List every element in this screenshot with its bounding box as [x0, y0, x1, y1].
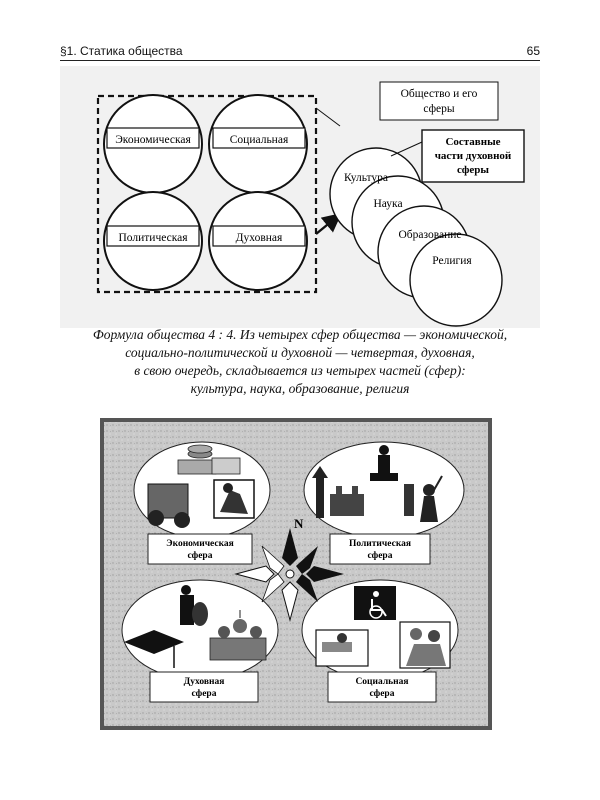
part-label-religion: Религия	[432, 255, 472, 267]
label-box-social	[327, 671, 437, 703]
callout-society-line2: сферы	[423, 103, 455, 115]
compass-rose: N	[234, 516, 344, 622]
label-social-line1: Социальная	[355, 677, 408, 687]
compass-north-letter: N	[294, 516, 304, 531]
wheelchair-icon	[354, 586, 396, 620]
callout-parts-line3: сферы	[457, 164, 489, 176]
label-economic-line2: сфера	[188, 550, 213, 561]
label-political-line1: Политическая	[349, 539, 411, 549]
caption-line: Формула общества 4 : 4. Из четырех сфер …	[92, 327, 508, 342]
social-clipart	[315, 586, 451, 669]
label-box-political	[329, 533, 431, 565]
callout-parts-line2: части духовной	[435, 150, 512, 162]
caption-line: в свою очередь, складывается из четырех …	[134, 363, 466, 378]
part-label-culture: Культура	[344, 172, 388, 184]
caption-line: культура, наука, образование, религия	[190, 381, 410, 396]
political-clipart	[312, 445, 443, 522]
sphere-label-economic: Экономическая	[115, 134, 191, 146]
section-title: §1. Статика общества	[60, 44, 183, 58]
running-header: §1. Статика общества 65	[60, 44, 540, 62]
sphere-label-social: Социальная	[230, 134, 289, 146]
callout-parts-line1: Составные	[445, 136, 500, 148]
label-economic-line1: Экономическая	[166, 539, 234, 549]
sphere-label-political: Политическая	[118, 232, 188, 244]
arrow-to-parts	[315, 212, 342, 235]
label-spiritual-line2: сфера	[192, 688, 217, 699]
label-spiritual-line1: Духовная	[184, 677, 225, 687]
label-political-line2: сфера	[368, 550, 393, 561]
figure-caption: Формула общества 4 : 4. Из четырех сфер …	[60, 326, 540, 398]
header-rule	[60, 60, 540, 61]
spheres-illustration: N	[100, 418, 492, 730]
label-social-line2: сфера	[370, 688, 395, 699]
spiritual-clipart	[124, 585, 267, 668]
label-box-spiritual	[149, 671, 259, 703]
label-box-economic	[147, 533, 253, 565]
callout-parts-box	[421, 129, 525, 183]
society-frame	[96, 94, 318, 294]
callout-society-line1: Общество и его	[401, 88, 478, 100]
spheres-diagram: Экономическая Социальная Политическая Ду…	[60, 66, 540, 328]
economic-clipart	[147, 444, 255, 528]
page-number: 65	[526, 44, 540, 58]
callout-society-box	[379, 81, 499, 121]
caption-line: социально-политической и духовной — четв…	[125, 345, 475, 360]
sphere-label-spiritual: Духовная	[236, 232, 283, 244]
part-circle-religion	[409, 233, 503, 327]
part-label-education: Образование	[398, 229, 461, 241]
part-label-science: Наука	[373, 198, 402, 210]
